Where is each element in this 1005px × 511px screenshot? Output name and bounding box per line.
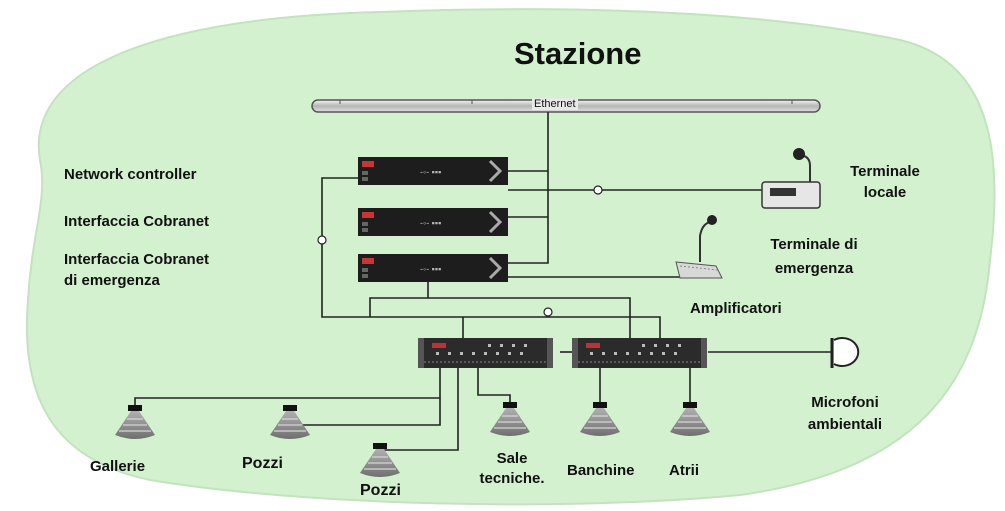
network-controller-label: Network controller <box>64 166 197 183</box>
emergency-cobranet-interface-device <box>356 252 510 284</box>
diagram-title: Stazione <box>514 36 642 71</box>
cobranet-interface-device <box>356 206 510 238</box>
emergency-terminal-device <box>675 215 723 279</box>
emergency-interface-label-line1: Interfaccia Cobranet <box>64 251 210 268</box>
ethernet-bus-label: Ethernet <box>532 98 578 110</box>
emergency-terminal-label-line2: emergenza <box>774 260 854 277</box>
ambient-microphones-label-line1: Microfoni <box>811 394 879 411</box>
local-terminal-label-line1: Terminale <box>850 163 920 180</box>
amplifiers-label: Amplificatori <box>690 300 782 317</box>
speaker-label-gallerie: Gallerie <box>90 458 146 475</box>
emergency-terminal-label-line1: Terminale di <box>770 236 858 253</box>
emergency-interface-label-line2: di emergenza <box>64 272 160 289</box>
speaker-label-banchine: Banchine <box>567 462 635 479</box>
junction-markers <box>317 185 603 317</box>
speaker-label-atrii: Atrii <box>669 462 699 479</box>
speaker-label-pozzi-2: Pozzi <box>360 482 401 499</box>
connection-lines <box>134 112 832 451</box>
speaker-label-sale-line2: tecniche. <box>479 470 545 487</box>
local-terminal-label-line2: locale <box>863 184 907 201</box>
speaker-label-sale-line1: Sale <box>496 450 528 467</box>
ambient-microphones-label-line2: ambientali <box>807 416 883 433</box>
local-terminal-device <box>761 148 821 209</box>
cobranet-interface-label: Interfaccia Cobranet <box>64 213 210 230</box>
amplifier-2 <box>571 337 708 369</box>
ambient-microphone-icon <box>830 337 860 368</box>
speaker-label-pozzi-1: Pozzi <box>242 455 283 472</box>
amplifier-1 <box>417 337 554 369</box>
station-area <box>25 8 996 506</box>
network-controller-device <box>356 155 510 187</box>
